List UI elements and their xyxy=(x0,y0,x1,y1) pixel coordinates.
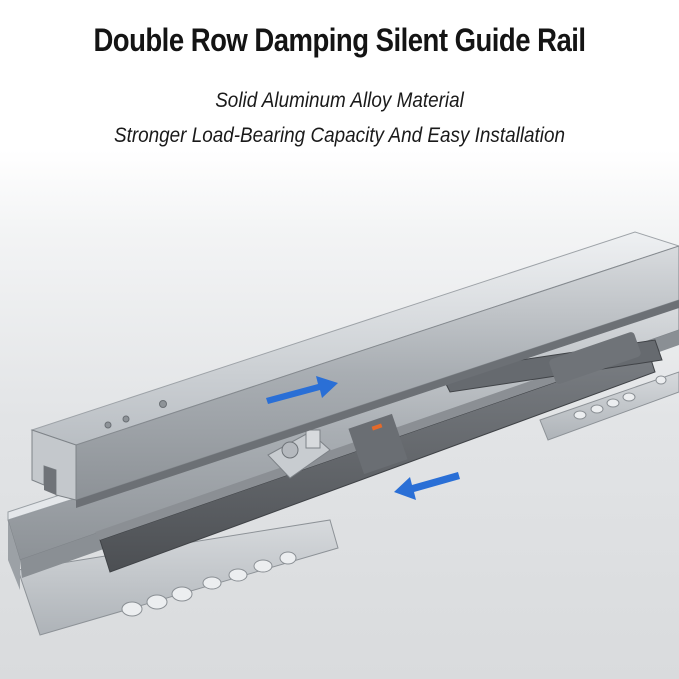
damper-housing xyxy=(95,332,663,573)
mounting-plate-left xyxy=(17,519,339,636)
mounting-plate-right xyxy=(539,371,679,441)
subtitle-material: Solid Aluminum Alloy Material xyxy=(215,89,464,112)
arrow-right-icon xyxy=(266,376,338,404)
upper-rail xyxy=(30,231,679,508)
metal-clip xyxy=(267,429,331,479)
headline: Double Row Damping Silent Guide Rail xyxy=(93,22,586,58)
subtitle-capacity: Stronger Load-Bearing Capacity And Easy … xyxy=(113,124,566,147)
arrow-left-icon xyxy=(394,472,460,500)
